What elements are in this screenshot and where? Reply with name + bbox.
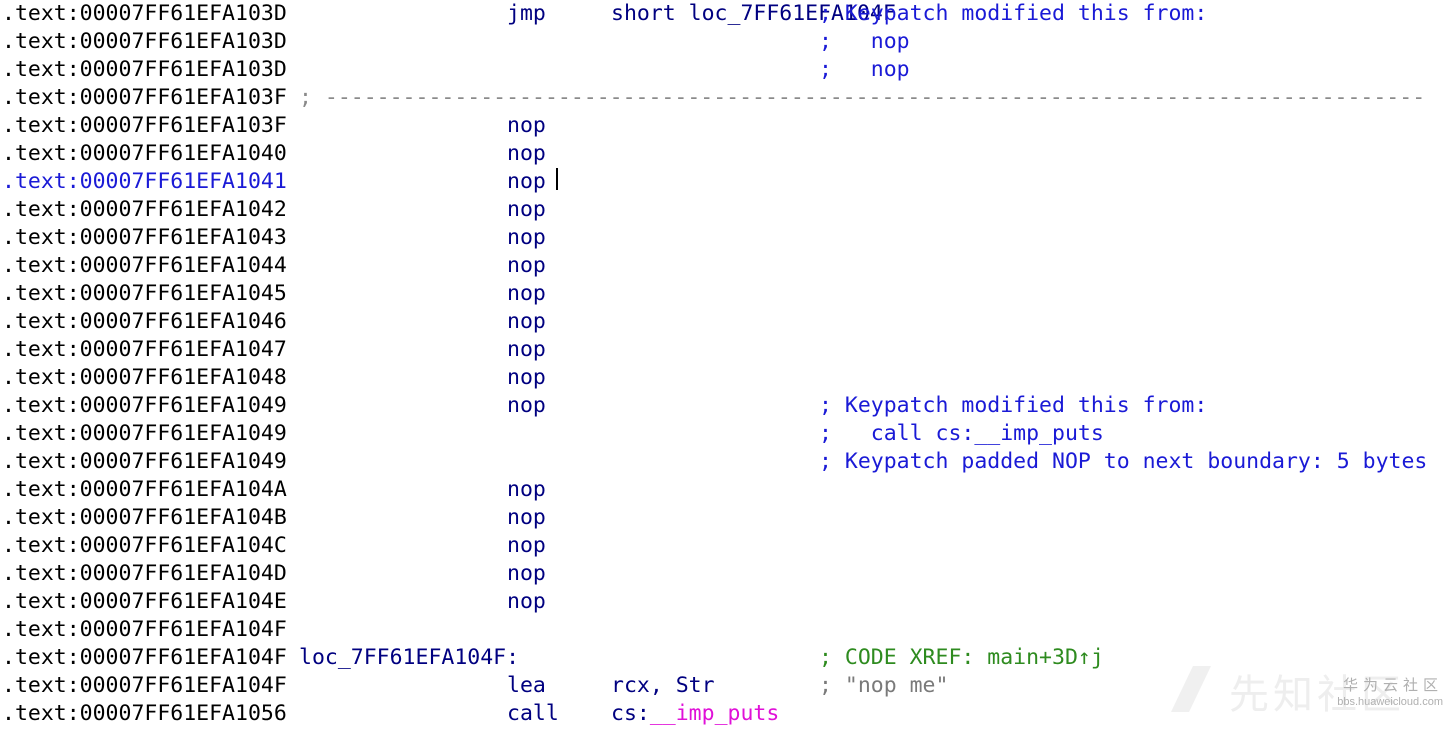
address[interactable]: .text:00007FF61EFA104D [2,561,287,586]
address[interactable]: .text:00007FF61EFA104C [2,533,287,558]
address[interactable]: .text:00007FF61EFA103D [2,57,287,82]
import-symbol[interactable]: __imp_puts [649,701,780,726]
address[interactable]: .text:00007FF61EFA1040 [2,141,287,166]
instruction-mnemonic[interactable]: nop [507,309,546,334]
instruction-mnemonic[interactable]: nop [507,533,546,558]
instruction-mnemonic[interactable]: nop [507,225,546,250]
watermark-logo-icon [1171,666,1211,712]
listing-line[interactable]: .text:00007FF61EFA1041 nop [0,168,1455,196]
listing-line[interactable]: .text:00007FF61EFA1049 nop ; Keypatch modi… [0,392,1455,420]
address[interactable]: .text:00007FF61EFA1045 [2,281,287,306]
instruction-mnemonic[interactable]: lea [507,673,546,698]
listing-line[interactable]: .text:00007FF61EFA104E nop [0,588,1455,616]
address[interactable]: .text:00007FF61EFA104A [2,477,287,502]
address[interactable]: .text:00007FF61EFA1048 [2,365,287,390]
listing-line[interactable]: .text:00007FF61EFA1049 ; Keypatch padded … [0,448,1455,476]
address[interactable]: .text:00007FF61EFA103F [2,85,287,110]
watermark: 先知社区 华为云社区 bbs.huaweicloud.com [1163,660,1443,720]
watermark-url: bbs.huaweicloud.com [1337,696,1443,708]
comment: ; "nop me" [819,673,949,698]
comment: ; call cs:__imp_puts [819,421,1104,446]
comment: ; Keypatch padded NOP to next boundary: … [819,449,1428,474]
address[interactable]: .text:00007FF61EFA104F [2,645,287,670]
separator-line: ; --------------------------------------… [299,85,1426,110]
operand-text[interactable]: cs: [611,701,650,726]
listing-line[interactable]: .text:00007FF61EFA104F loc_7FF61EFA104F:;… [0,644,1455,672]
listing-line[interactable]: .text:00007FF61EFA1040 nop [0,140,1455,168]
listing-line[interactable]: .text:00007FF61EFA103F ; ----------------… [0,84,1455,112]
address[interactable]: .text:00007FF61EFA1044 [2,253,287,278]
listing-line[interactable]: .text:00007FF61EFA104B nop [0,504,1455,532]
listing-line[interactable]: .text:00007FF61EFA1056 call cs:__imp_puts [0,700,1455,728]
code-label[interactable]: loc_7FF61EFA104F: [299,645,520,670]
address[interactable]: .text:00007FF61EFA104B [2,505,287,530]
listing-line[interactable]: .text:00007FF61EFA103D jmp short loc_7FF61… [0,0,1455,28]
listing-line[interactable]: .text:00007FF61EFA104C nop [0,532,1455,560]
comment: ; nop [819,57,910,82]
address[interactable]: .text:00007FF61EFA1049 [2,421,287,446]
comment: ; CODE XREF: main+3D↑j [819,645,1104,670]
comment: ; Keypatch modified this from: [819,1,1208,26]
instruction-mnemonic[interactable]: nop [507,393,546,418]
instruction-mnemonic[interactable]: jmp [507,1,546,26]
listing-line[interactable]: .text:00007FF61EFA104F lea rcx, Str ; "nop … [0,672,1455,700]
listing-line[interactable]: .text:00007FF61EFA103D ; nop [0,28,1455,56]
listing-line[interactable]: .text:00007FF61EFA1043 nop [0,224,1455,252]
instruction-mnemonic[interactable]: nop [507,197,546,222]
instruction-mnemonic[interactable]: nop [507,505,546,530]
operand-text[interactable]: rcx, Str [611,673,715,698]
instruction-mnemonic[interactable]: nop [507,477,546,502]
address[interactable]: .text:00007FF61EFA1049 [2,393,287,418]
listing-line[interactable]: .text:00007FF61EFA1042 nop [0,196,1455,224]
listing-line[interactable]: .text:00007FF61EFA104D nop [0,560,1455,588]
comment: ; Keypatch modified this from: [819,393,1208,418]
comment: ; nop [819,29,910,54]
address[interactable]: .text:00007FF61EFA103F [2,113,287,138]
address[interactable]: .text:00007FF61EFA1049 [2,449,287,474]
address[interactable]: .text:00007FF61EFA104F [2,617,287,642]
instruction-operand[interactable]: rcx, Str [611,672,715,700]
instruction-mnemonic[interactable]: nop [507,561,546,586]
instruction-mnemonic[interactable]: call [507,701,559,726]
address[interactable]: .text:00007FF61EFA104E [2,589,287,614]
instruction-mnemonic[interactable]: nop [507,141,546,166]
address[interactable]: .text:00007FF61EFA1043 [2,225,287,250]
instruction-mnemonic[interactable]: nop [507,113,546,138]
listing-line[interactable]: .text:00007FF61EFA104F [0,616,1455,644]
listing-line[interactable]: .text:00007FF61EFA104A nop [0,476,1455,504]
address[interactable]: .text:00007FF61EFA1047 [2,337,287,362]
address[interactable]: .text:00007FF61EFA1042 [2,197,287,222]
text-cursor [556,168,558,190]
watermark-big-text: 先知社区 [1229,672,1405,718]
listing-line[interactable]: .text:00007FF61EFA103F nop [0,112,1455,140]
listing-line[interactable]: .text:00007FF61EFA1048 nop [0,364,1455,392]
instruction-operand[interactable]: cs:__imp_puts [611,700,779,728]
listing-line[interactable]: .text:00007FF61EFA1047 nop [0,336,1455,364]
address[interactable]: .text:00007FF61EFA103D [2,29,287,54]
address[interactable]: .text:00007FF61EFA103D [2,1,287,26]
listing-line[interactable]: .text:00007FF61EFA1049 ; call cs:__imp_pu… [0,420,1455,448]
instruction-mnemonic[interactable]: nop [507,337,546,362]
address[interactable]: .text:00007FF61EFA1046 [2,309,287,334]
listing-line[interactable]: .text:00007FF61EFA1044 nop [0,252,1455,280]
instruction-operand[interactable]: short loc_7FF61EFA104F [611,0,896,28]
instruction-mnemonic[interactable]: nop [507,253,546,278]
current-address[interactable]: .text:00007FF61EFA1041 [2,169,287,194]
watermark-cn-text: 华为云社区 [1342,676,1443,694]
instruction-mnemonic[interactable]: nop [507,365,546,390]
listing-line[interactable]: .text:00007FF61EFA1045 nop [0,280,1455,308]
listing-line[interactable]: .text:00007FF61EFA103D ; nop [0,56,1455,84]
instruction-mnemonic[interactable]: nop [507,589,546,614]
address[interactable]: .text:00007FF61EFA1056 [2,701,287,726]
operand-text[interactable]: short loc_7FF61EFA104F [611,1,896,26]
listing-line[interactable]: .text:00007FF61EFA1046 nop [0,308,1455,336]
instruction-mnemonic[interactable]: nop [507,169,546,194]
address[interactable]: .text:00007FF61EFA104F [2,673,287,698]
instruction-mnemonic[interactable]: nop [507,281,546,306]
